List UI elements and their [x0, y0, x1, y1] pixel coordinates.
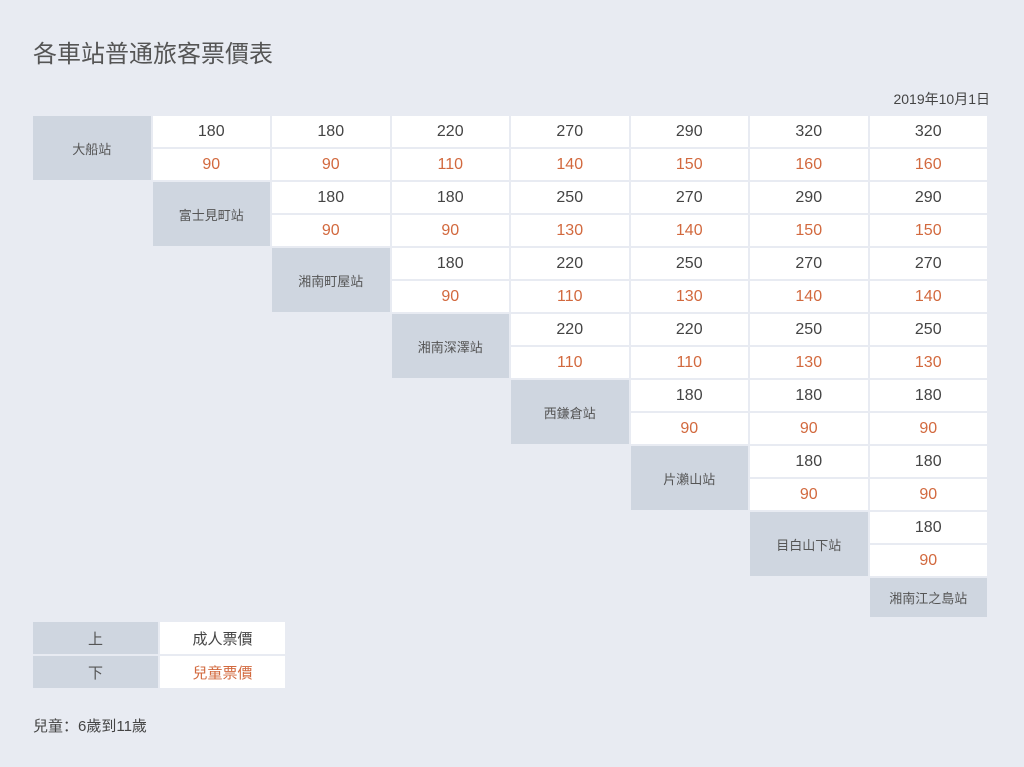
adult-fare-cell: 180 [869, 512, 987, 543]
child-fare-cell: 150 [750, 215, 868, 246]
adult-fare-cell: 270 [750, 248, 868, 279]
station-cell: 目白山下站 [750, 512, 868, 576]
adult-fare-cell: 180 [391, 248, 509, 279]
adult-fare-cell: 220 [630, 314, 748, 345]
child-fare-cell: 90 [750, 413, 868, 444]
child-fare-cell: 130 [869, 347, 987, 378]
adult-fare-cell: 180 [750, 380, 868, 411]
child-fare-cell: 110 [630, 347, 748, 378]
child-fare-cell: 130 [750, 347, 868, 378]
child-fare-cell: 90 [152, 149, 270, 180]
station-cell: 湘南深澤站 [391, 314, 509, 378]
adult-fare-cell: 290 [750, 182, 868, 213]
adult-fare-cell: 290 [869, 182, 987, 213]
child-fare-cell: 90 [869, 545, 987, 576]
adult-fare-cell: 220 [391, 116, 509, 147]
adult-fare-cell: 220 [511, 314, 629, 345]
child-fare-cell: 150 [869, 215, 987, 246]
child-fare-cell: 90 [869, 413, 987, 444]
child-fare-cell: 90 [272, 149, 390, 180]
station-cell: 湘南町屋站 [272, 248, 390, 312]
child-fare-cell: 160 [750, 149, 868, 180]
station-cell: 富士見町站 [152, 182, 270, 246]
adult-fare-cell: 270 [869, 248, 987, 279]
adult-fare-cell: 180 [391, 182, 509, 213]
child-fare-cell: 150 [630, 149, 748, 180]
adult-fare-cell: 290 [630, 116, 748, 147]
adult-fare-cell: 250 [750, 314, 868, 345]
adult-fare-cell: 220 [511, 248, 629, 279]
adult-fare-cell: 250 [869, 314, 987, 345]
adult-fare-cell: 270 [630, 182, 748, 213]
station-cell: 大船站 [33, 116, 151, 180]
legend-label-child: 兒童票價 [160, 656, 285, 688]
adult-fare-cell: 180 [152, 116, 270, 147]
child-fare-cell: 90 [391, 215, 509, 246]
adult-fare-cell: 320 [750, 116, 868, 147]
child-fare-cell: 90 [391, 281, 509, 312]
child-fare-cell: 140 [750, 281, 868, 312]
child-fare-cell: 130 [630, 281, 748, 312]
child-fare-cell: 140 [869, 281, 987, 312]
child-fare-cell: 140 [630, 215, 748, 246]
adult-fare-cell: 180 [630, 380, 748, 411]
station-cell: 西鎌倉站 [511, 380, 629, 444]
adult-fare-cell: 250 [511, 182, 629, 213]
child-fare-cell: 130 [511, 215, 629, 246]
child-age-note: 兒童：6歲到11歲 [33, 718, 147, 735]
legend-label-adult: 成人票價 [160, 622, 285, 654]
adult-fare-cell: 320 [869, 116, 987, 147]
station-cell: 湘南江之島站 [869, 578, 987, 617]
child-fare-cell: 160 [869, 149, 987, 180]
child-fare-cell: 90 [750, 479, 868, 510]
child-fare-cell: 110 [511, 347, 629, 378]
adult-fare-cell: 180 [869, 380, 987, 411]
child-fare-cell: 90 [630, 413, 748, 444]
child-fare-cell: 90 [272, 215, 390, 246]
child-fare-cell: 110 [391, 149, 509, 180]
legend-key-upper: 上 [33, 622, 158, 654]
station-cell: 片瀨山站 [630, 446, 748, 510]
adult-fare-cell: 180 [869, 446, 987, 477]
adult-fare-cell: 250 [630, 248, 748, 279]
adult-fare-cell: 180 [750, 446, 868, 477]
effective-date: 2019年10月1日 [893, 91, 990, 107]
legend-key-lower: 下 [33, 656, 158, 688]
adult-fare-cell: 180 [272, 116, 390, 147]
adult-fare-cell: 180 [272, 182, 390, 213]
adult-fare-cell: 270 [511, 116, 629, 147]
child-fare-cell: 140 [511, 149, 629, 180]
child-fare-cell: 90 [869, 479, 987, 510]
child-fare-cell: 110 [511, 281, 629, 312]
page-title: 各車站普通旅客票價表 [33, 40, 273, 68]
